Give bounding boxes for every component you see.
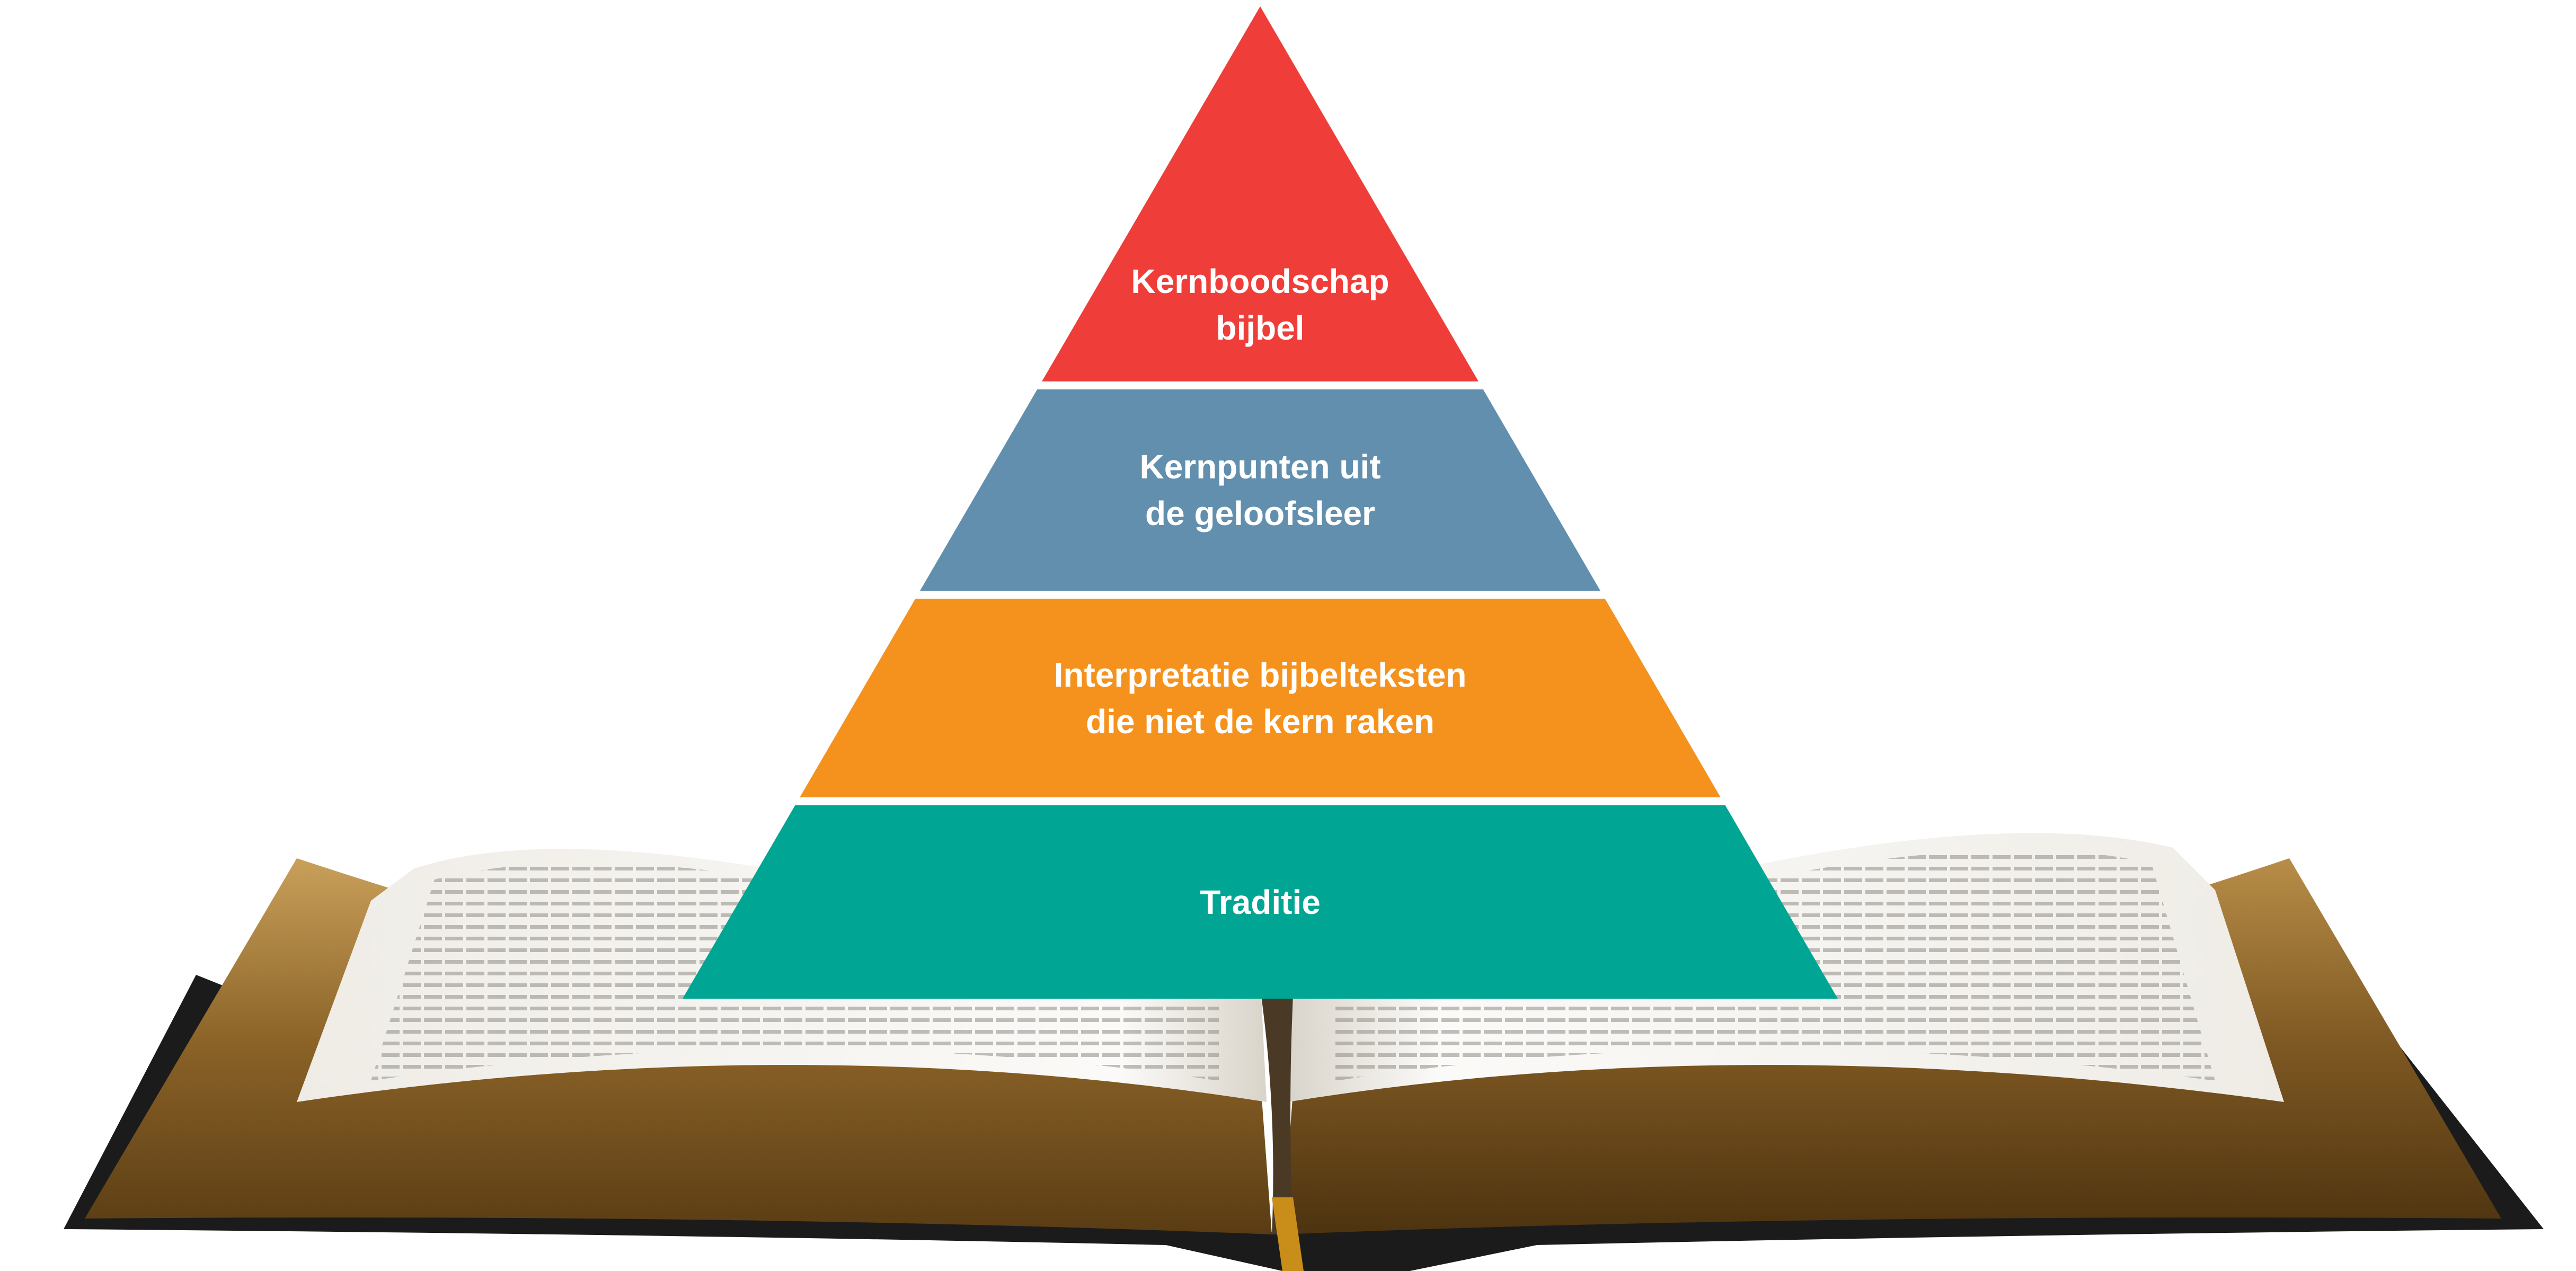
pyramid-label-traditie: Traditie xyxy=(1200,879,1321,926)
pyramid-label-kernboodschap: Kernboodschap bijbel xyxy=(1131,258,1389,351)
pyramid-level-traditie xyxy=(683,805,1838,999)
pyramid-label-line: de geloofsleer xyxy=(1145,494,1375,532)
pyramid-label-line: die niet de kern raken xyxy=(1085,702,1435,741)
pyramid-label-line: Traditie xyxy=(1200,883,1321,921)
pyramid-level-interpretatie xyxy=(800,599,1721,797)
bible-spine xyxy=(1261,996,1293,1234)
pyramid-label-kernpunten: Kernpunten uit de geloofsleer xyxy=(1139,443,1380,537)
pyramid-label-line: Kernpunten uit xyxy=(1139,448,1381,486)
pyramid-label-line: Interpretatie bijbelteksten xyxy=(1054,655,1467,694)
bookmark-ribbon xyxy=(1272,1197,1304,1271)
pyramid-level-kernboodschap xyxy=(1041,6,1479,381)
pyramid-level-kernpunten xyxy=(920,389,1600,591)
pyramid-label-line: Kernboodschap xyxy=(1131,262,1389,300)
pyramid-label-line: bijbel xyxy=(1216,309,1305,347)
pyramid-label-interpretatie: Interpretatie bijbelteksten die niet de k… xyxy=(1054,652,1467,745)
pyramid-diagram xyxy=(683,6,1838,999)
